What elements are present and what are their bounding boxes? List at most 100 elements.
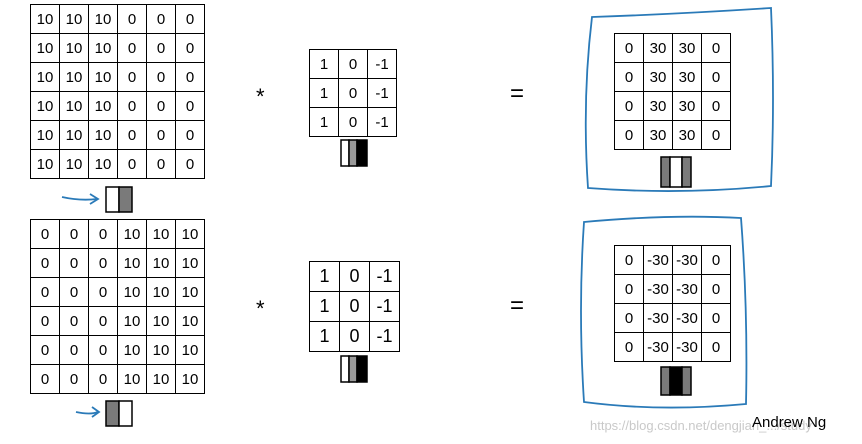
top-output-edge-icon <box>660 156 692 188</box>
matrix-cell: 10 <box>117 248 147 278</box>
matrix-cell: 0 <box>117 149 147 179</box>
matrix-cell: 0 <box>146 91 176 121</box>
matrix-cell: 0 <box>117 120 147 150</box>
matrix-cell: -1 <box>369 291 400 322</box>
matrix-cell: 0 <box>117 4 147 34</box>
matrix-cell: -30 <box>643 303 673 333</box>
matrix-cell: 0 <box>338 107 368 137</box>
matrix-cell: -1 <box>367 107 397 137</box>
matrix-cell: 0 <box>30 364 60 394</box>
bottom-input-edge-icon <box>105 400 133 427</box>
matrix-cell: 0 <box>701 274 731 304</box>
bottom-convolution-operator: * <box>256 296 265 321</box>
matrix-cell: -1 <box>367 49 397 79</box>
top-filter-icon <box>340 139 368 167</box>
matrix-cell: -30 <box>643 245 673 275</box>
matrix-cell: -1 <box>367 78 397 108</box>
matrix-cell: 10 <box>30 149 60 179</box>
matrix-cell: 0 <box>701 303 731 333</box>
matrix-cell: 0 <box>701 33 731 63</box>
matrix-cell: 30 <box>672 91 702 121</box>
matrix-cell: -30 <box>672 332 702 362</box>
watermark: https://blog.csdn.net/dengjian_.../study <box>590 418 812 433</box>
matrix-cell: 10 <box>117 219 147 249</box>
matrix-cell: 1 <box>309 291 340 322</box>
matrix-cell: -30 <box>672 245 702 275</box>
matrix-cell: 0 <box>30 335 60 365</box>
matrix-cell: 10 <box>59 62 89 92</box>
matrix-cell: -30 <box>672 303 702 333</box>
matrix-cell: 0 <box>339 321 370 352</box>
top-equals-sign: = <box>510 80 525 107</box>
matrix-cell: 0 <box>88 277 118 307</box>
matrix-cell: 0 <box>339 291 370 322</box>
matrix-cell: 10 <box>59 149 89 179</box>
matrix-cell: 1 <box>309 321 340 352</box>
matrix-cell: 1 <box>309 78 339 108</box>
top-input-edge-icon <box>105 186 133 213</box>
matrix-cell: -30 <box>643 274 673 304</box>
matrix-cell: 10 <box>175 219 205 249</box>
matrix-cell: 10 <box>175 364 205 394</box>
matrix-cell: 0 <box>117 33 147 63</box>
matrix-cell: 0 <box>614 91 644 121</box>
matrix-cell: 0 <box>30 306 60 336</box>
matrix-cell: 0 <box>701 120 731 150</box>
matrix-cell: 0 <box>88 335 118 365</box>
matrix-cell: 0 <box>30 219 60 249</box>
matrix-cell: 10 <box>30 4 60 34</box>
matrix-cell: 30 <box>643 62 673 92</box>
matrix-cell: 0 <box>175 33 205 63</box>
matrix-cell: 0 <box>59 335 89 365</box>
matrix-cell: 10 <box>117 306 147 336</box>
matrix-cell: 0 <box>30 248 60 278</box>
matrix-cell: 10 <box>88 33 118 63</box>
matrix-cell: 0 <box>59 277 89 307</box>
matrix-cell: 0 <box>701 62 731 92</box>
bottom-input-arrow-icon <box>75 406 101 418</box>
matrix-cell: 0 <box>146 120 176 150</box>
matrix-cell: 0 <box>175 91 205 121</box>
bottom-filter-icon <box>340 355 368 383</box>
matrix-cell: 0 <box>614 62 644 92</box>
top-input-arrow-icon <box>61 193 100 205</box>
matrix-cell: 10 <box>88 62 118 92</box>
matrix-cell: 0 <box>614 274 644 304</box>
matrix-cell: 0 <box>146 149 176 179</box>
matrix-cell: 0 <box>175 62 205 92</box>
matrix-cell: 30 <box>672 33 702 63</box>
matrix-cell: 0 <box>701 332 731 362</box>
matrix-cell: 1 <box>309 49 339 79</box>
matrix-cell: 30 <box>643 120 673 150</box>
matrix-cell: 0 <box>701 245 731 275</box>
matrix-cell: 10 <box>146 364 176 394</box>
matrix-cell: -30 <box>643 332 673 362</box>
matrix-cell: 10 <box>146 306 176 336</box>
matrix-cell: 30 <box>643 91 673 121</box>
matrix-cell: 1 <box>309 261 340 292</box>
matrix-cell: 0 <box>88 306 118 336</box>
matrix-cell: 0 <box>59 219 89 249</box>
